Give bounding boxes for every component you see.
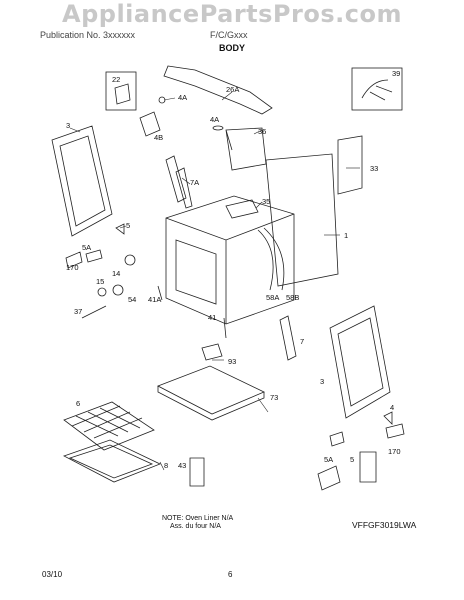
callout-41a: 41A xyxy=(148,295,161,304)
callout-5a-right: 5A xyxy=(324,455,333,464)
part-170-left xyxy=(85,249,103,263)
part-6-rack xyxy=(63,401,155,451)
footer-date: 03/10 xyxy=(42,570,63,579)
part-170-right xyxy=(385,423,405,439)
part-22-box xyxy=(105,71,137,111)
part-39-box xyxy=(351,67,403,111)
part-7 xyxy=(279,315,297,361)
callout-5a-left: 5A xyxy=(82,243,91,252)
callout-1: 1 xyxy=(344,231,348,240)
part-3-left-door xyxy=(51,125,113,237)
callout-54: 54 xyxy=(128,295,136,304)
callout-3-right: 3 xyxy=(320,377,324,386)
callout-170-right: 170 xyxy=(388,447,401,456)
oven-body xyxy=(165,195,295,325)
callout-26a: 26A xyxy=(226,85,239,94)
callout-37: 37 xyxy=(74,307,82,316)
callout-4b: 4B xyxy=(154,133,163,142)
callout-5-right: 5 xyxy=(350,455,354,464)
callout-41: 41 xyxy=(208,313,216,322)
part-41 xyxy=(223,317,227,339)
callout-58b: 58B xyxy=(286,293,299,302)
footer-page-number: 6 xyxy=(228,570,233,579)
callout-15: 15 xyxy=(96,277,104,286)
part-58 xyxy=(257,227,285,291)
note-line-2: Ass. du four N/A xyxy=(170,523,221,530)
callout-73: 73 xyxy=(270,393,278,402)
callout-43: 43 xyxy=(178,461,186,470)
part-33 xyxy=(337,135,363,195)
part-43 xyxy=(189,457,205,487)
part-39 xyxy=(361,79,393,101)
part-35 xyxy=(225,199,259,219)
callout-8: 8 xyxy=(164,461,168,470)
part-26a xyxy=(163,65,273,115)
callout-3-left: 3 xyxy=(66,121,70,130)
note-line-1: NOTE: Oven Liner N/A xyxy=(162,515,234,522)
section-title: BODY xyxy=(218,43,245,53)
callout-6: 6 xyxy=(76,399,80,408)
callout-4a-top: 4A xyxy=(178,93,187,102)
part-5a-right xyxy=(317,465,341,491)
publication-number: Publication No. 3xxxxxx xyxy=(40,30,136,40)
model-series: F/C/Gxxx xyxy=(210,30,248,40)
callout-7: 7 xyxy=(300,337,304,346)
part-54 xyxy=(112,284,124,296)
callout-4-right: 4 xyxy=(390,403,394,412)
part-41a xyxy=(157,285,163,301)
part-5-left xyxy=(115,223,125,235)
part-22 xyxy=(114,83,131,105)
callout-36: 36 xyxy=(258,127,266,136)
part-5-right xyxy=(359,451,377,483)
note: NOTE: Oven Liner N/A Ass. du four N/A xyxy=(162,515,233,531)
part-14 xyxy=(124,254,136,266)
callout-7a: 7A xyxy=(190,178,199,187)
callout-5-left: 5 xyxy=(126,221,130,230)
part-15 xyxy=(97,287,107,297)
part-4b xyxy=(139,111,161,137)
part-1-back-panel xyxy=(265,153,339,287)
part-4-right xyxy=(383,411,393,425)
callout-4a-mid: 4A xyxy=(210,115,219,124)
callout-33: 33 xyxy=(370,164,378,173)
part-37 xyxy=(81,305,107,319)
callout-14: 14 xyxy=(112,269,120,278)
callout-58a: 58A xyxy=(266,293,279,302)
callout-93: 93 xyxy=(228,357,236,366)
callout-170-left: 170 xyxy=(66,263,79,272)
part-93 xyxy=(201,343,223,361)
watermark: AppliancePartsPros.com xyxy=(62,0,402,28)
model-code: VFFGF3019LWA xyxy=(352,520,417,530)
part-73 xyxy=(157,365,265,415)
callout-39: 39 xyxy=(392,69,400,78)
part-5a-left xyxy=(65,251,83,269)
part-8-pan xyxy=(62,439,162,483)
part-7a xyxy=(165,155,193,209)
part-3-right-door xyxy=(329,305,391,419)
callout-22: 22 xyxy=(112,75,120,84)
callout-35: 35 xyxy=(262,197,270,206)
